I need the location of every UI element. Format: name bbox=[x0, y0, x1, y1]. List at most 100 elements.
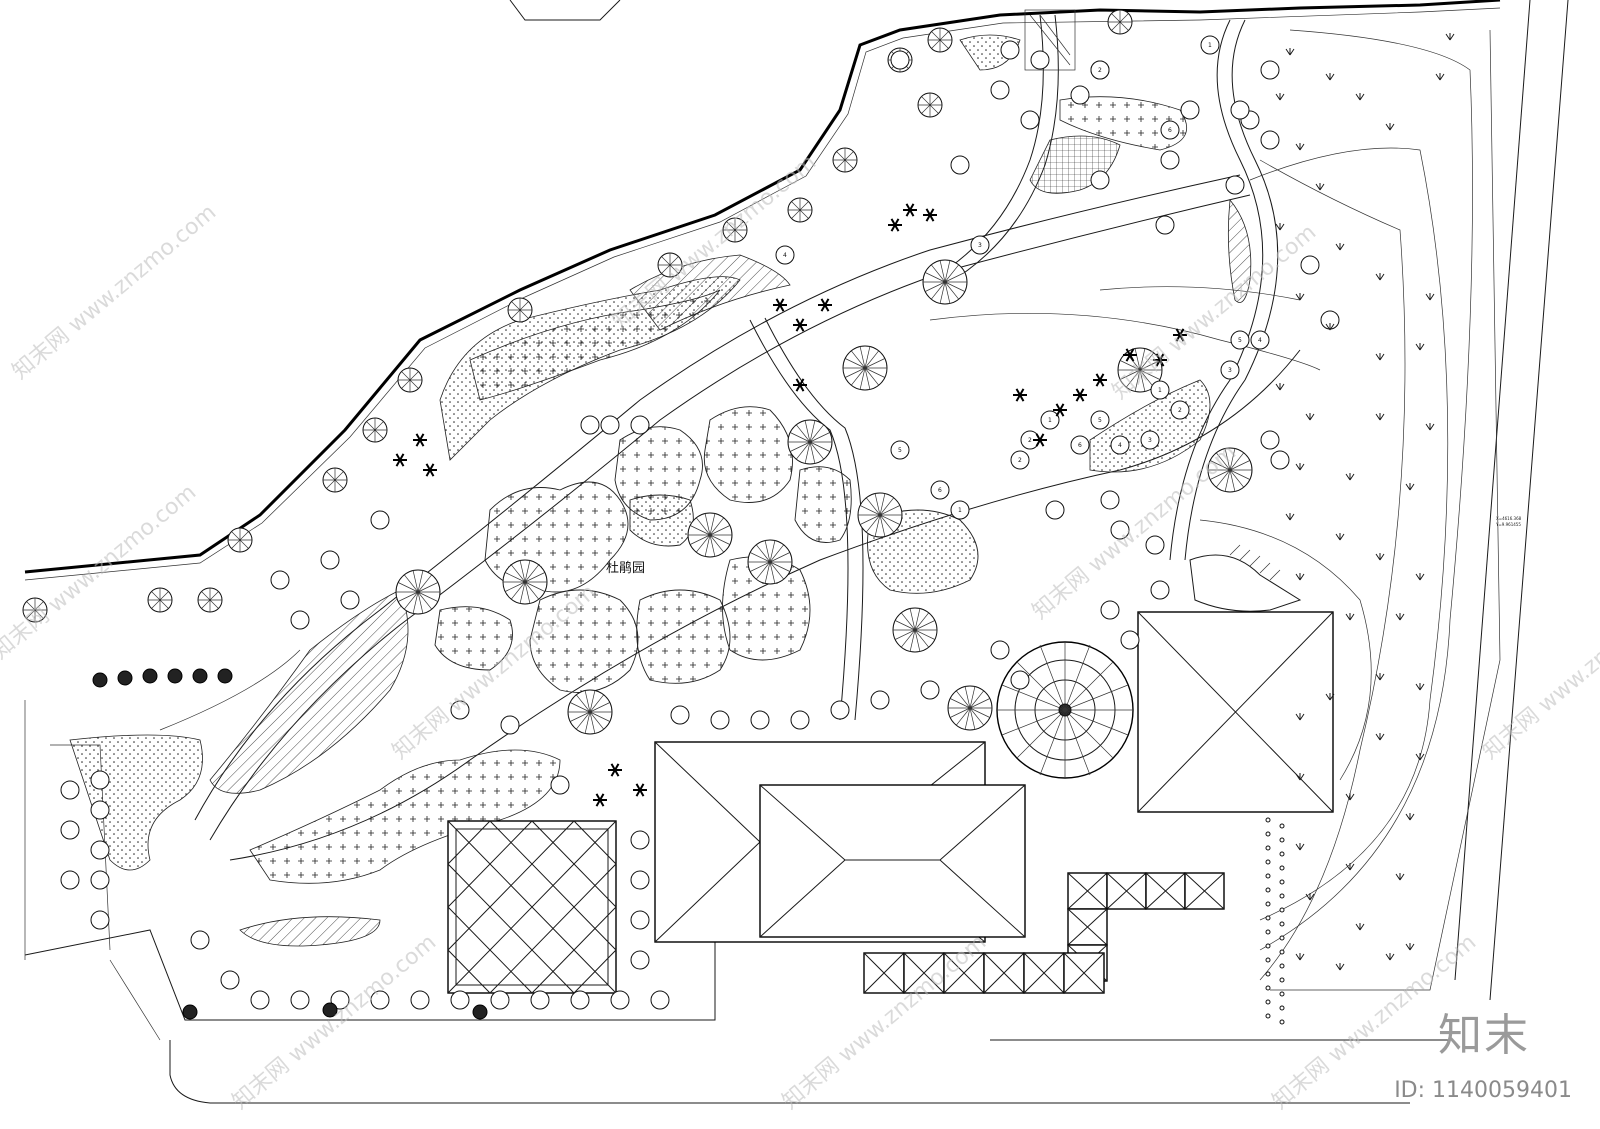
plant-number: 2 bbox=[1098, 67, 1102, 74]
tree-symbol bbox=[1070, 435, 1090, 455]
tree-symbol bbox=[1030, 50, 1050, 70]
tree-symbol bbox=[90, 840, 110, 860]
tree-branch-lines bbox=[923, 260, 967, 304]
tree-symbol bbox=[1220, 360, 1240, 380]
tree-branch-lines bbox=[843, 346, 887, 390]
tree-branch-lines bbox=[1118, 348, 1162, 392]
azalea-garden-label: 杜鹃园 bbox=[606, 560, 645, 576]
plant-number: 3 bbox=[1228, 367, 1232, 374]
watermark-text: 知末网 www.znzmo.com bbox=[228, 930, 441, 1115]
grass-symbol bbox=[1305, 413, 1315, 421]
coordinate-note-2: Y=9.961455 bbox=[1495, 522, 1521, 527]
grass-symbol bbox=[1375, 733, 1385, 741]
tree-symbol bbox=[1265, 859, 1271, 865]
shrub-symbol bbox=[633, 783, 647, 797]
tree-symbol bbox=[870, 690, 890, 710]
corridor-pavilions bbox=[863, 872, 1225, 994]
grass-symbol bbox=[1345, 613, 1355, 621]
grass-symbol bbox=[1295, 143, 1305, 151]
tree-branch-lines bbox=[748, 540, 792, 584]
buildings bbox=[447, 0, 1334, 994]
grass-symbol bbox=[1325, 73, 1335, 81]
tree-symbol bbox=[90, 910, 110, 930]
shrub-symbol bbox=[413, 433, 427, 447]
image-id: ID: 1140059401 bbox=[1394, 1078, 1572, 1103]
grass-symbol bbox=[1385, 123, 1395, 131]
tree-symbol bbox=[1265, 1013, 1271, 1019]
grass-symbol bbox=[1355, 923, 1365, 931]
tree-symbol bbox=[1265, 957, 1271, 963]
tree-symbol bbox=[1110, 435, 1130, 455]
grass-symbol bbox=[1445, 33, 1455, 41]
tree-symbol bbox=[60, 870, 80, 890]
tree-symbol bbox=[1200, 35, 1220, 55]
square-lattice-pavilion bbox=[447, 820, 617, 994]
grass-symbol bbox=[1415, 683, 1425, 691]
tree-symbol bbox=[1265, 887, 1271, 893]
tree-symbol bbox=[1279, 851, 1285, 857]
tree-symbol bbox=[1150, 580, 1170, 600]
tree-symbol bbox=[1260, 60, 1280, 80]
shrub-symbol bbox=[903, 203, 917, 217]
plant-number: 1 bbox=[1208, 42, 1212, 49]
plant-number: 1 bbox=[1158, 387, 1162, 394]
tree-branch-lines bbox=[788, 420, 832, 464]
tree-symbol bbox=[630, 950, 650, 970]
brand-logo: 知末 bbox=[1438, 1010, 1530, 1061]
tree-branch-lines bbox=[568, 690, 612, 734]
tree-symbol bbox=[1045, 500, 1065, 520]
grass-symbol bbox=[1295, 293, 1305, 301]
tree-symbol bbox=[1230, 330, 1250, 350]
shrub-symbol bbox=[1013, 388, 1027, 402]
tree-symbol bbox=[775, 245, 795, 265]
tree-symbol bbox=[950, 500, 970, 520]
tree-symbol bbox=[1160, 120, 1180, 140]
grass-symbol bbox=[1345, 793, 1355, 801]
tree-symbol bbox=[60, 820, 80, 840]
grass-symbol bbox=[1275, 223, 1285, 231]
tree-symbol bbox=[1000, 40, 1020, 60]
tree-symbol bbox=[1100, 490, 1120, 510]
grass-symbol bbox=[1305, 893, 1315, 901]
tree-symbol bbox=[1279, 865, 1285, 871]
tree-symbol bbox=[1010, 450, 1030, 470]
grass-symbol bbox=[1295, 713, 1305, 721]
shrub-symbol bbox=[1173, 328, 1187, 342]
tree-symbol bbox=[1279, 893, 1285, 899]
tree-symbol bbox=[580, 415, 600, 435]
tree-symbol bbox=[182, 1004, 198, 1020]
grass-symbol bbox=[1395, 873, 1405, 881]
tree-symbol bbox=[1265, 943, 1271, 949]
tree-symbol bbox=[1279, 837, 1285, 843]
grass-symbol bbox=[1375, 553, 1385, 561]
tree-symbol bbox=[1260, 130, 1280, 150]
north-boundary-wall bbox=[24, 0, 1501, 581]
tree-branch-lines bbox=[893, 608, 937, 652]
east-stair bbox=[1189, 544, 1302, 612]
grass-symbol bbox=[1335, 243, 1345, 251]
tree-symbol bbox=[1279, 879, 1285, 885]
tree-symbol bbox=[750, 710, 770, 730]
tree-symbol bbox=[450, 700, 470, 720]
tree-symbol bbox=[1265, 915, 1271, 921]
shrub-symbol bbox=[1053, 403, 1067, 417]
tree-symbol bbox=[1225, 175, 1245, 195]
tree-symbol bbox=[1265, 985, 1271, 991]
tree-symbol bbox=[60, 780, 80, 800]
tree-symbol bbox=[1279, 1005, 1285, 1011]
tree-symbol bbox=[990, 80, 1010, 100]
plant-number: 2 bbox=[1178, 407, 1182, 414]
tree-symbol bbox=[570, 990, 590, 1010]
tree-symbol bbox=[1040, 410, 1060, 430]
tree-symbol bbox=[142, 668, 158, 684]
grass-symbol bbox=[1415, 573, 1425, 581]
tree-symbol bbox=[1120, 630, 1140, 650]
tree-symbol bbox=[370, 990, 390, 1010]
round-pavilion bbox=[996, 641, 1134, 779]
tree-symbol bbox=[117, 670, 133, 686]
tree-branch-lines bbox=[363, 418, 387, 442]
tree-branch-lines bbox=[928, 28, 952, 52]
tree-symbol bbox=[1265, 831, 1271, 837]
grass-symbol bbox=[1325, 693, 1335, 701]
tree-branch-lines bbox=[948, 686, 992, 730]
